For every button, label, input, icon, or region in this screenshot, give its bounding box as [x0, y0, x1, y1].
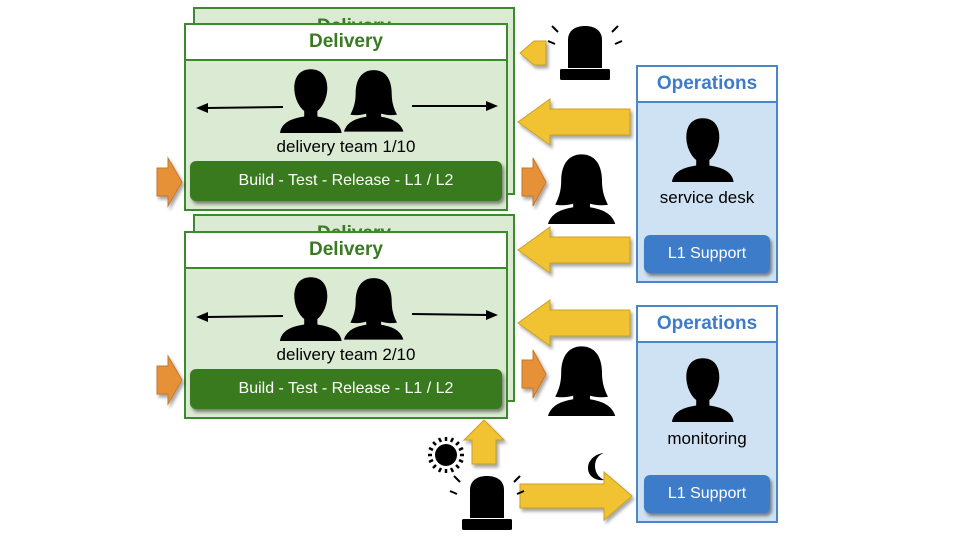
handoff-arrow-icon	[521, 157, 547, 207]
escalation-arrow-icon	[519, 40, 547, 66]
delivery-card-2: Delivery delivery team 2/10 Build - Test…	[184, 231, 508, 419]
alarm-siren-icon	[547, 25, 623, 80]
l1-support-button-1[interactable]: L1 Support	[644, 235, 770, 273]
ops-role-1: service desk	[659, 188, 755, 207]
operations-title-1: Operations	[638, 67, 776, 103]
pipeline-box-2: Build - Test - Release - L1 / L2	[190, 369, 502, 409]
operations-box-2: Operations monitoring L1 Support	[636, 305, 778, 523]
sun-icon	[428, 437, 464, 473]
operations-box-1: Operations service desk L1 Support	[636, 65, 778, 283]
input-arrow-icon	[156, 354, 183, 406]
person-female-icon	[548, 154, 616, 224]
delivery-card-1: Delivery delivery team 1/10 Build - Test…	[184, 23, 508, 211]
escalation-arrow-icon	[517, 98, 631, 146]
operations-title-2: Operations	[638, 307, 776, 343]
escalation-arrow-icon	[517, 226, 631, 274]
daytime-arrow-icon	[462, 419, 506, 465]
ops-role-2: monitoring	[667, 429, 747, 448]
person-female-icon	[548, 346, 616, 416]
input-arrow-icon	[156, 156, 183, 208]
team-label-1: delivery team 1/10	[276, 137, 416, 156]
delivery-title-2: Delivery	[186, 233, 506, 269]
moon-icon	[588, 453, 604, 481]
nighttime-arrow-icon	[519, 470, 633, 522]
team-label-2: delivery team 2/10	[276, 345, 416, 364]
delivery-title-1: Delivery	[186, 25, 506, 61]
l1-support-button-2[interactable]: L1 Support	[644, 475, 770, 513]
pipeline-box-1: Build - Test - Release - L1 / L2	[190, 161, 502, 201]
alarm-siren-icon	[449, 475, 525, 530]
handoff-arrow-icon	[521, 349, 547, 399]
escalation-arrow-icon	[517, 299, 631, 347]
